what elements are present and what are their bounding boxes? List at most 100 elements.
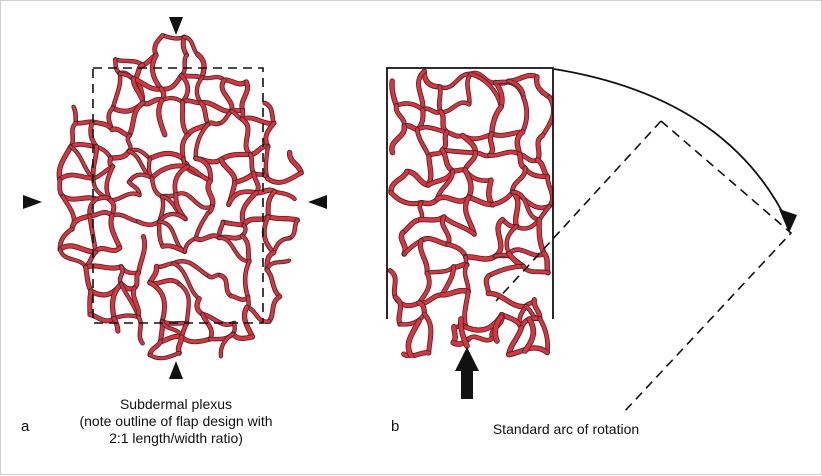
vessel xyxy=(183,236,198,253)
rotation-arc xyxy=(553,68,789,224)
vessel xyxy=(108,192,141,202)
vessel xyxy=(389,169,409,195)
flap-plexus-network xyxy=(387,68,553,358)
vessel xyxy=(243,259,251,300)
vessel xyxy=(153,33,165,57)
vessel xyxy=(486,264,525,278)
vessel xyxy=(415,128,431,158)
vessel xyxy=(148,281,167,324)
vessel xyxy=(537,217,546,256)
vessel xyxy=(219,332,235,358)
vessel xyxy=(266,214,300,222)
vessel xyxy=(111,72,122,110)
panel-a-caption: Subdermal plexus (note outline of flap d… xyxy=(51,396,301,447)
vessel xyxy=(446,242,468,259)
vessel xyxy=(406,319,421,358)
vessel xyxy=(220,78,234,113)
vessel xyxy=(262,215,276,255)
vessel xyxy=(58,173,96,182)
vessel xyxy=(148,151,186,161)
vessel xyxy=(442,215,476,236)
vessel xyxy=(131,286,141,319)
vessel xyxy=(546,175,553,208)
vessel xyxy=(486,178,495,207)
caption-line-1: Subdermal plexus xyxy=(119,396,233,412)
vessel xyxy=(418,238,429,275)
flap-outline-dashed xyxy=(92,67,264,324)
vessel xyxy=(240,117,252,157)
rotated-flap-outline-dashed xyxy=(495,120,793,414)
caption-line-2: (note outline of flap design with xyxy=(79,413,273,429)
vessel xyxy=(83,264,123,270)
arrowhead-bottom xyxy=(169,361,183,379)
vessel xyxy=(112,316,120,333)
vessel xyxy=(486,291,528,309)
vessel xyxy=(267,294,282,324)
vessel xyxy=(150,53,163,91)
vessel xyxy=(389,124,407,155)
vessel xyxy=(110,282,124,321)
vessel xyxy=(487,131,495,158)
vessel xyxy=(178,282,191,325)
vessel xyxy=(484,274,491,296)
vessel xyxy=(422,312,433,355)
vessel xyxy=(521,264,550,275)
vessel xyxy=(173,165,190,197)
vessel xyxy=(88,289,93,317)
vessel xyxy=(465,72,473,106)
vessel xyxy=(393,295,403,326)
vessel xyxy=(194,122,210,160)
vessel xyxy=(93,246,122,254)
vessel xyxy=(488,150,522,158)
subdermal-plexus-network xyxy=(56,32,304,361)
vessel xyxy=(180,100,190,137)
vessel xyxy=(240,190,259,227)
vessel xyxy=(127,101,145,138)
vessel xyxy=(194,211,210,240)
vessel xyxy=(201,312,214,341)
vessel xyxy=(58,177,65,198)
vessel xyxy=(466,335,494,342)
vessel xyxy=(172,259,211,278)
vessel xyxy=(437,85,443,114)
vessel xyxy=(109,213,122,250)
vessel xyxy=(174,191,214,210)
vessel xyxy=(265,171,303,184)
arrowhead-right xyxy=(308,195,327,209)
vessel xyxy=(458,317,469,348)
vessel xyxy=(88,312,116,323)
vessel xyxy=(264,121,276,149)
vessel xyxy=(218,236,251,263)
vessel xyxy=(523,317,536,353)
vessel xyxy=(240,80,250,113)
vessel xyxy=(193,156,213,183)
vessel xyxy=(493,315,503,343)
panel-b-letter: b xyxy=(391,418,400,435)
vessel xyxy=(463,254,498,261)
vessel xyxy=(136,219,161,227)
vessel xyxy=(511,190,541,222)
vessel xyxy=(172,262,201,301)
vessel xyxy=(265,268,282,299)
vessel xyxy=(58,248,87,269)
rotation-arc-arrowhead xyxy=(779,209,797,233)
vessel xyxy=(401,350,431,358)
vessel xyxy=(505,225,518,256)
pedicle-arrow xyxy=(455,347,479,399)
vessel xyxy=(416,69,426,112)
vessel xyxy=(520,96,529,134)
vessel xyxy=(136,315,145,345)
vessel xyxy=(265,259,291,272)
vessel xyxy=(136,234,147,275)
caption-line-3: 2:1 length/width ratio) xyxy=(109,430,243,446)
vessel xyxy=(157,212,187,223)
vessel xyxy=(394,101,425,112)
arrowhead-top xyxy=(169,17,183,35)
vessel xyxy=(148,351,181,360)
vessel xyxy=(440,215,451,247)
panel-a-letter: a xyxy=(21,418,30,435)
vessel xyxy=(147,264,159,285)
vessel xyxy=(510,190,520,229)
vessel xyxy=(398,312,426,326)
